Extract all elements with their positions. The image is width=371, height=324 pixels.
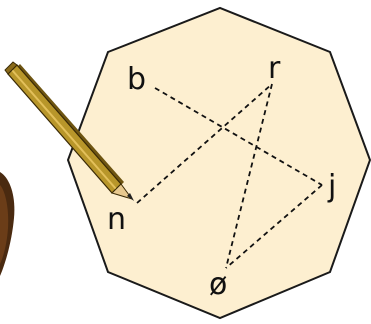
ink-blot — [0, 172, 15, 276]
point-label-r: r — [268, 51, 281, 86]
pencil-icon — [4, 61, 134, 201]
point-label-j: j — [327, 169, 336, 204]
octagon-board — [66, 6, 371, 320]
segment-r-o — [225, 83, 273, 269]
segments — [136, 83, 323, 269]
segment-j-o — [225, 184, 323, 269]
point-label-b: b — [127, 62, 146, 97]
point-label-n: n — [107, 202, 126, 237]
point-label-o: ø — [209, 267, 227, 302]
segment-n-r — [136, 83, 273, 204]
